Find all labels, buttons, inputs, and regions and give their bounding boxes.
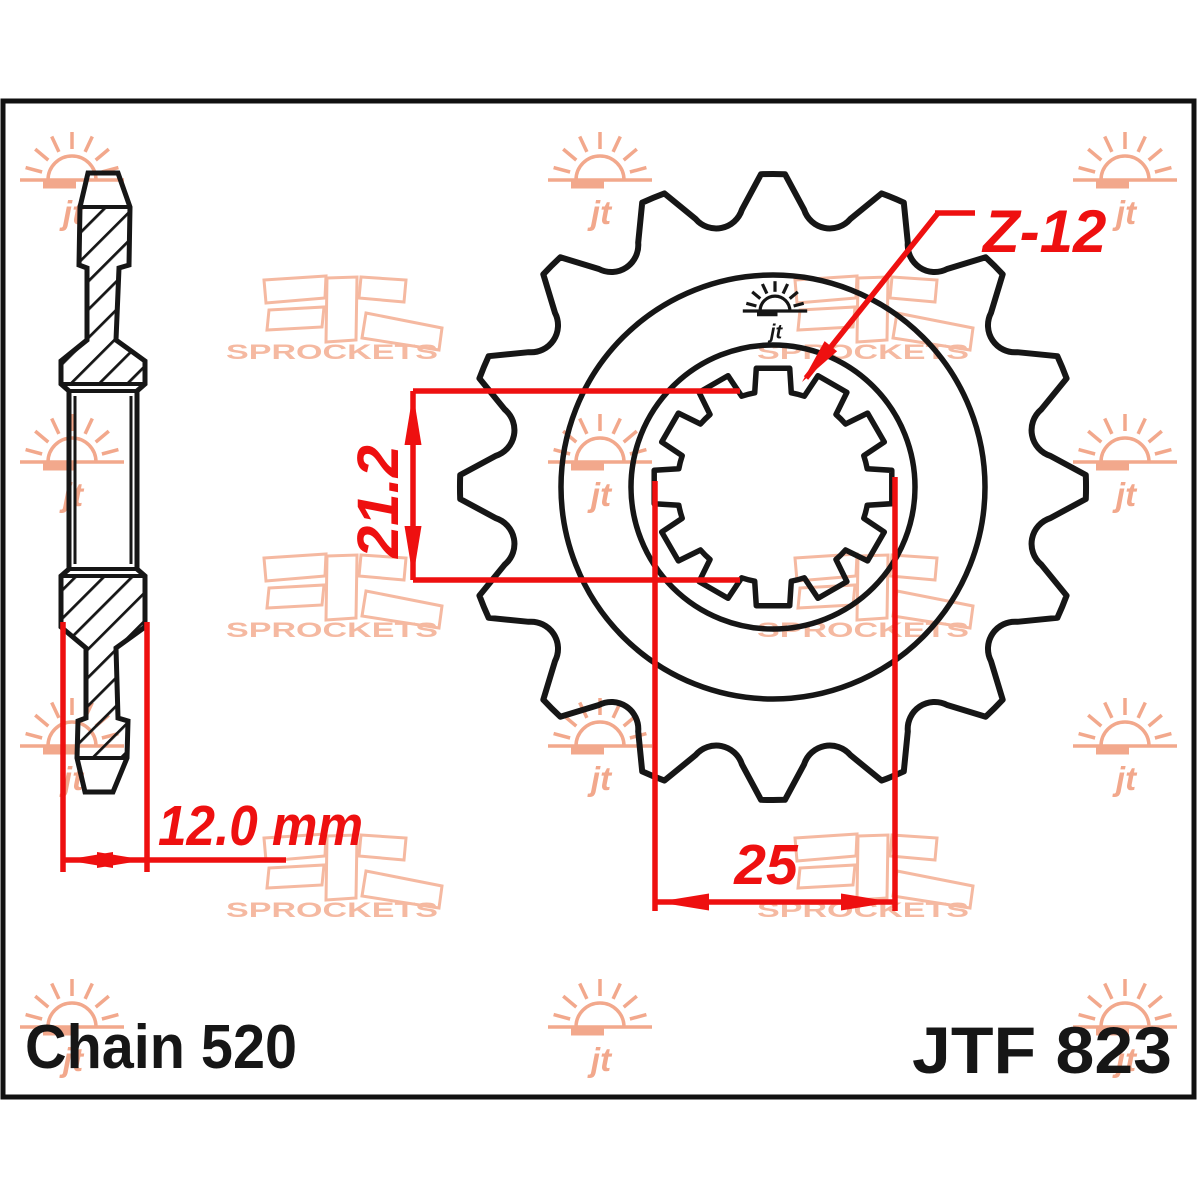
jt-monogram: jt — [587, 760, 613, 797]
dimension-annotations: 21.2 25 12.0 mm Z-12 — [60, 198, 1106, 911]
jt-monogram: jt — [1112, 194, 1138, 231]
jt-monogram: jt — [59, 476, 85, 513]
sprocket-teeth-outline — [456, 170, 1090, 804]
drawing-frame — [0, 98, 1197, 1100]
jt-monogram: jt — [587, 1041, 613, 1078]
hub-outer-circle — [558, 272, 988, 702]
front-view: jt — [456, 170, 1090, 804]
sun-logo-icon: jt — [742, 281, 808, 343]
jt-sprockets-logo-watermark: SPROCKETS — [226, 552, 444, 642]
jt-sprockets-logo-watermark: SPROCKETS — [757, 274, 975, 364]
side-profile-outline — [58, 170, 148, 795]
jt-monogram: jt — [59, 1041, 85, 1078]
sprockets-watermark-text: SPROCKETS — [226, 341, 438, 364]
sprockets-watermark-text: SPROCKETS — [226, 899, 438, 922]
title-labels: Chain 520 JTF 823 — [25, 1013, 1172, 1087]
teeth-count-label: Z-12 — [981, 198, 1106, 265]
sun-logo-icon: jt — [20, 979, 124, 1078]
sun-logo-icon: jt — [548, 979, 652, 1078]
sun-logo-icon: jt — [548, 698, 652, 797]
jt-monogram: jt — [1112, 760, 1138, 797]
sun-logo-icon: jt — [548, 132, 652, 231]
hub-width-dim-label: 12.0 mm — [158, 794, 363, 858]
jt-sprockets-logo-watermark: SPROCKETS — [226, 274, 444, 364]
sun-logo-icon: jt — [1073, 132, 1177, 231]
sprockets-watermark-text: SPROCKETS — [757, 341, 969, 364]
jt-sprockets-logo-watermark: SPROCKETS — [226, 832, 444, 922]
part-number-label: JTF 823 — [912, 1013, 1172, 1087]
jt-monogram: jt — [587, 194, 613, 231]
jt-monogram: jt — [1112, 476, 1138, 513]
jt-monogram: jt — [1112, 1041, 1138, 1078]
sun-logo-icon: jt — [1073, 979, 1177, 1078]
jt-monogram: jt — [587, 476, 613, 513]
bore-width-dim-label: 25 — [733, 833, 799, 897]
hub-inner-circle — [628, 342, 918, 632]
side-section-view — [58, 170, 148, 795]
sprockets-watermark-text: SPROCKETS — [226, 619, 438, 642]
sun-logo-icon: jt — [20, 414, 124, 513]
sun-logo-icon: jt — [1073, 414, 1177, 513]
jt-monogram: jt — [767, 321, 784, 343]
chain-size-label: Chain 520 — [25, 1013, 297, 1082]
bore-height-dim-label: 21.2 — [346, 445, 411, 559]
spline-bore-outline — [651, 365, 895, 609]
sun-logo-icon: jt — [1073, 698, 1177, 797]
